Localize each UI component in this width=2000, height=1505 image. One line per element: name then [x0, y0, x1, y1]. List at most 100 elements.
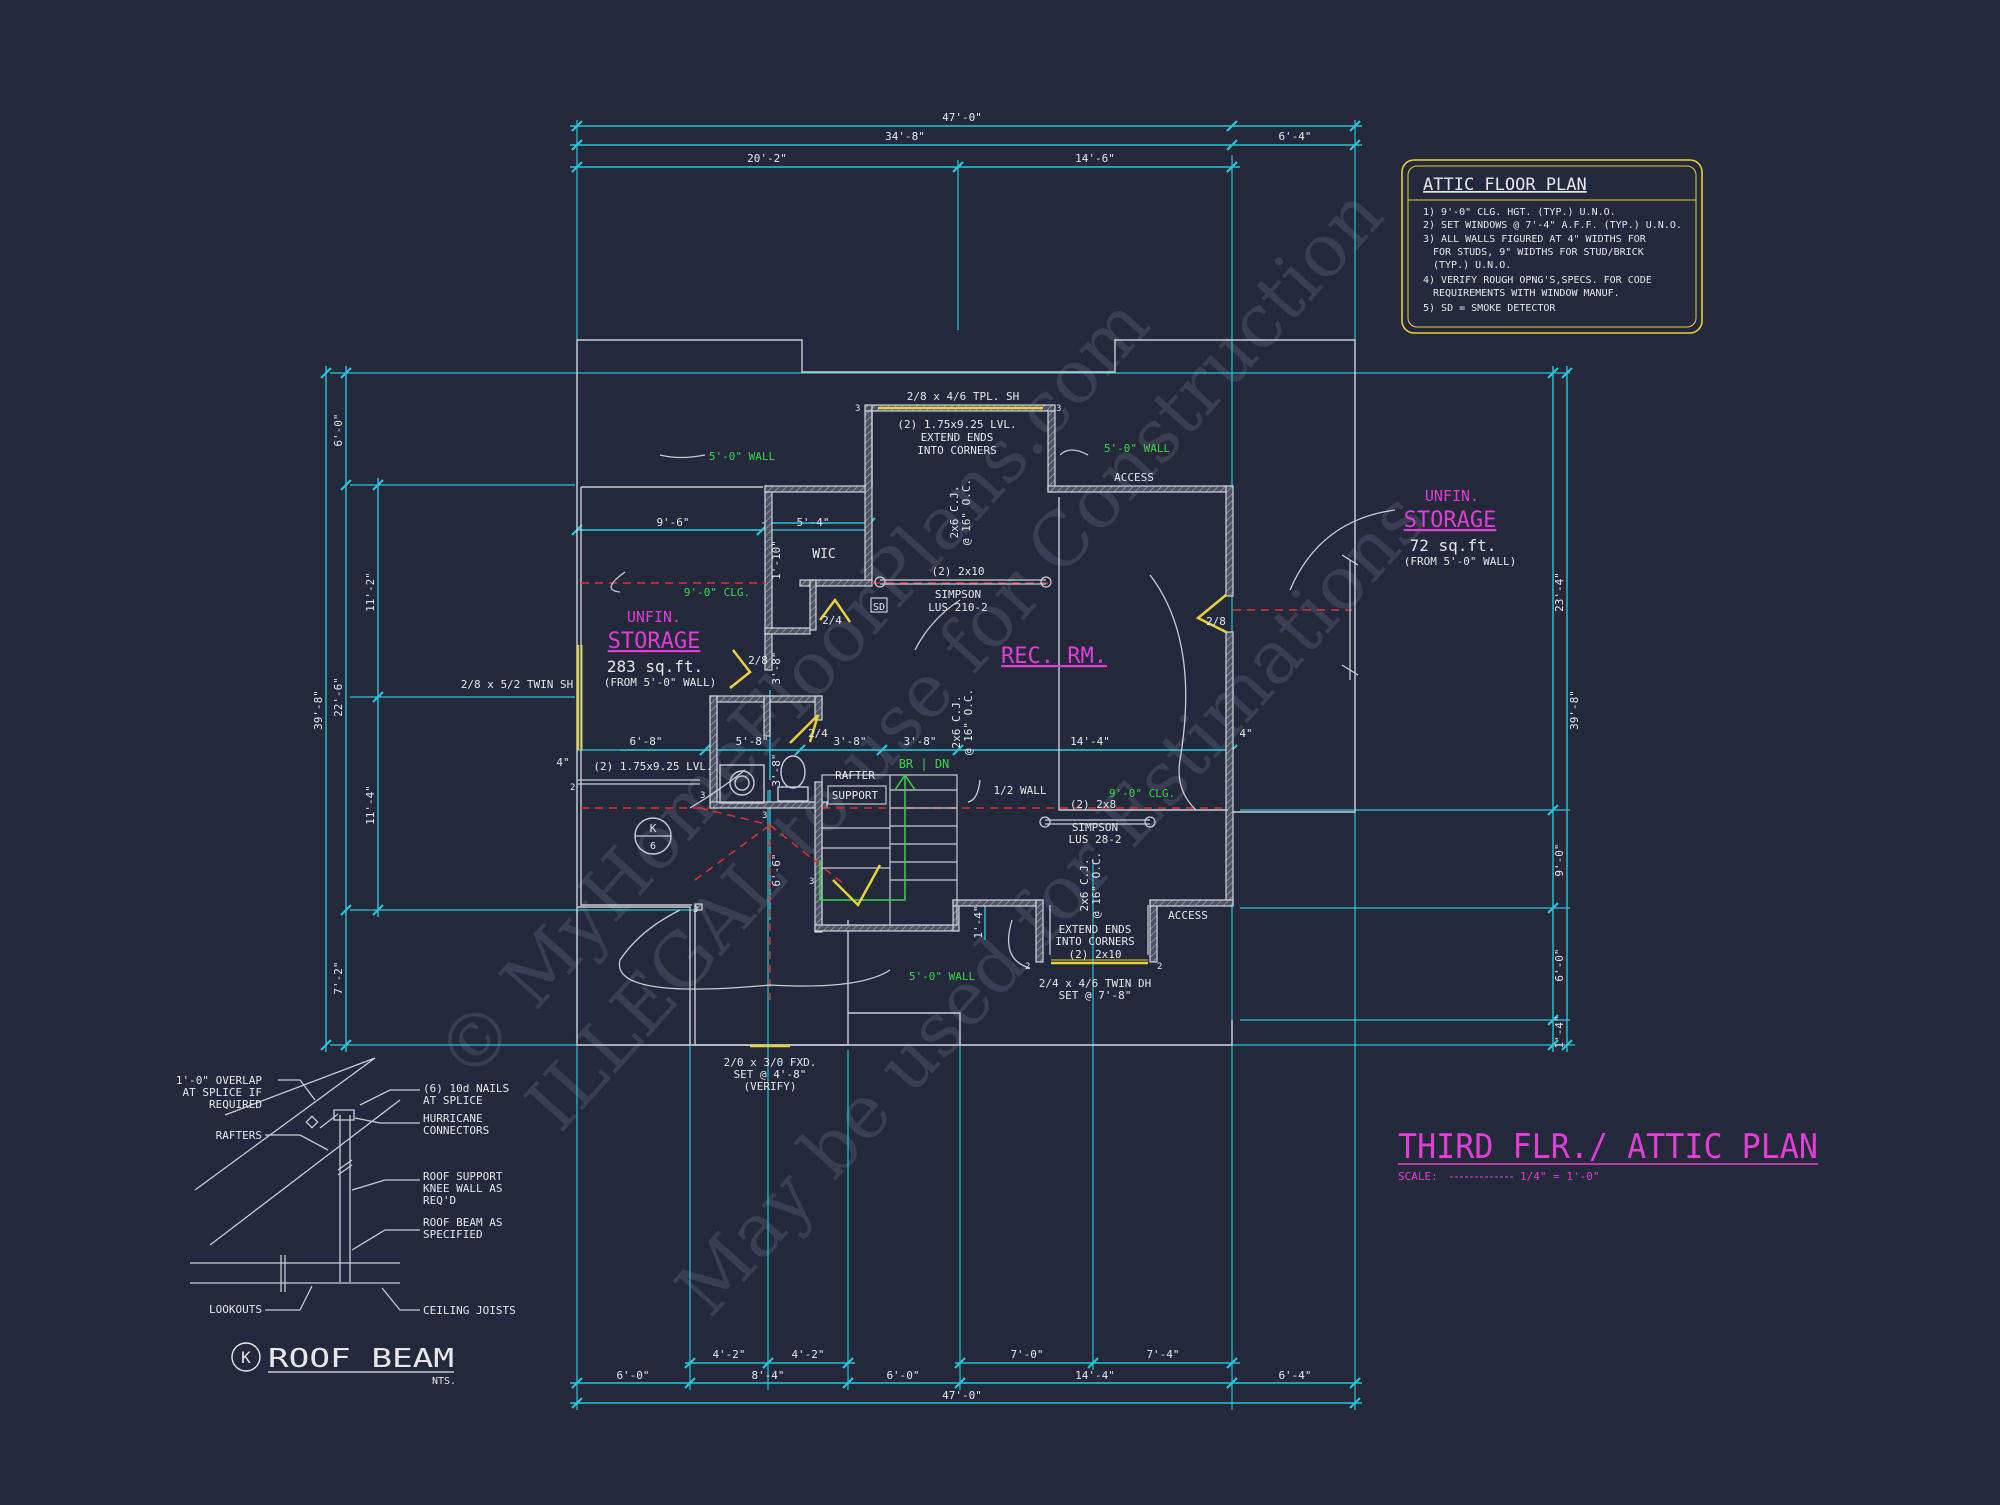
dim-inner-9-6: 9'-6": [656, 516, 689, 529]
room-storage-left: UNFIN. STORAGE 283 sq.ft. (FROM 5'-0" WA…: [604, 608, 717, 689]
stair-arrow: [819, 774, 916, 901]
dim-right-overall: 39'-8": [1568, 690, 1581, 730]
rb-overlap-1: 1'-0" OVERLAP: [176, 1074, 262, 1087]
stairs: [821, 774, 958, 926]
label-door-28a: 2/8: [748, 654, 768, 667]
label-twin-sh: 2/8 x 5/2 TWIN SH: [461, 678, 574, 691]
rb-support-2: KNEE WALL AS: [423, 1182, 502, 1195]
rb-overlap-2: AT SPLICE IF: [183, 1086, 262, 1099]
dim-inner-4a: 4": [1239, 727, 1252, 740]
note-line-4: FOR STUDS, 9" WIDTHS FOR STUD/BRICK: [1433, 247, 1644, 258]
rb-nails-1: (6) 10d NAILS: [423, 1082, 509, 1095]
walls: [694, 404, 1234, 963]
room-storage-right-area: 72 sq.ft.: [1410, 536, 1497, 555]
plan-title-text: THIRD FLR./ ATTIC PLAN: [1398, 1127, 1818, 1167]
label-cj-bot-oc: @ 16" O.C.: [1090, 852, 1103, 918]
label-cj-mid-oc: @ 16" O.C.: [962, 689, 975, 755]
label-extend-top-1: EXTEND ENDS: [921, 431, 994, 444]
rb-beam-2: SPECIFIED: [423, 1228, 483, 1241]
label-fxd-2: SET @ 4'-8": [734, 1068, 807, 1081]
label-sd: SD: [873, 602, 885, 613]
rb-hurricane-1: HURRICANE: [423, 1112, 483, 1125]
label-n3f: 3: [693, 905, 698, 915]
bath-fixtures: [719, 755, 809, 804]
label-extend-bot-2: INTO CORNERS: [1055, 935, 1134, 948]
sink-fixture: [729, 770, 755, 796]
note-line-6: 4) VERIFY ROUGH OPNG'S,SPECS. FOR CODE: [1423, 275, 1652, 286]
label-support: SUPPORT: [832, 789, 879, 802]
room-storage-right-name: STORAGE: [1404, 508, 1497, 533]
label-cj-top: 2x6 C.J.: [948, 486, 961, 539]
note-line-5: (TYP.) U.N.O.: [1433, 260, 1511, 271]
toilet-tank: [777, 786, 809, 802]
room-storage-right-unfin: UNFIN.: [1425, 487, 1479, 505]
label-door-28b: 2/8: [1206, 615, 1226, 628]
label-simpson-top-lus: LUS 210-2: [928, 601, 988, 614]
dim-left-1: 6'-0": [332, 413, 345, 446]
label-n3d: 3: [762, 811, 767, 821]
dim-inner-v3-8b: 3'-8": [770, 753, 783, 786]
label-simpson-top: SIMPSON: [935, 588, 981, 601]
ceiling-lines: [581, 582, 1352, 1000]
rafter-support-box: [827, 785, 887, 805]
dim-top-6: 6'-4": [1278, 130, 1311, 143]
dim-top-14: 14'-6": [1075, 152, 1115, 165]
dim-bottom-s2: 4'-2": [791, 1348, 824, 1361]
notes-box-title: ATTIC FLOOR PLAN: [1423, 175, 1587, 195]
label-access-top: ACCESS: [1114, 471, 1154, 484]
label-fxd-3: (VERIFY): [744, 1080, 797, 1093]
rb-joists: CEILING JOISTS: [423, 1304, 516, 1317]
label-simpson-bot: SIMPSON: [1072, 821, 1118, 834]
dim-bottom-1: 6'-0": [616, 1369, 649, 1382]
dim-left-overall: 39'-8": [312, 690, 325, 730]
note-line-8: 5) SD = SMOKE DETECTOR: [1423, 303, 1556, 314]
plan-title: THIRD FLR./ ATTIC PLAN SCALE: 1/4" = 1'-…: [1398, 1127, 1818, 1183]
dim-inner-v1-10: 1'-10": [770, 540, 783, 580]
label-lvl-left: (2) 1.75x9.25 LVL.: [593, 760, 712, 773]
label-extend-bot-1: EXTEND ENDS: [1059, 923, 1132, 936]
dimension-lines: [325, 125, 1568, 1404]
label-door-24a: 2/4: [822, 614, 842, 627]
rb-nails-2: AT SPLICE: [423, 1094, 483, 1107]
note-line-7: REQUIREMENTS WITH WINDOW MANUF.: [1433, 288, 1620, 299]
dim-top-34: 34'-8": [885, 130, 925, 143]
knee-walls: [580, 405, 1228, 906]
dim-left-4: 11'-2": [364, 572, 377, 612]
room-storage-left-unfin: UNFIN.: [627, 608, 681, 626]
label-rafter: RAFTER: [835, 769, 875, 782]
notes-box: ATTIC FLOOR PLAN 1) 9'-0" CLG. HGT. (TYP…: [1401, 159, 1703, 334]
dim-bottom-2: 8'-4": [751, 1369, 784, 1382]
label-fxd-1: 2/0 x 3/0 FXD.: [724, 1056, 817, 1069]
label-lvl-top: (2) 1.75x9.25 LVL.: [897, 418, 1016, 431]
note-line-3: 3) ALL WALLS FIGURED AT 4" WIDTHS FOR: [1423, 234, 1647, 245]
dim-inner-5-4: 5'-4": [796, 516, 829, 529]
room-storage-left-area: 283 sq.ft.: [607, 657, 703, 676]
rb-beam-1: ROOF BEAM AS: [423, 1216, 502, 1229]
note-line-1: 1) 9'-0" CLG. HGT. (TYP.) U.N.O.: [1423, 207, 1616, 218]
dim-bottom-overall: 47'-0": [942, 1389, 982, 1402]
dim-bottom-s4: 7'-4": [1146, 1348, 1179, 1361]
label-wall5-top-right: 5'-0" WALL: [1104, 442, 1171, 455]
smoke-detector: [870, 597, 888, 613]
dim-top-20: 20'-2": [747, 152, 787, 165]
rb-support-3: REQ'D: [423, 1194, 456, 1207]
label-clg9-left: 9'-0" CLG.: [684, 586, 750, 599]
label-simpson-bot-lus: LUS 28-2: [1069, 833, 1122, 846]
label-2x10-bot: (2) 2x10: [1069, 948, 1122, 961]
room-rec-label: REC. RM.: [1001, 644, 1107, 669]
label-tpl-sh: 2/8 x 4/6 TPL. SH: [907, 390, 1020, 403]
dim-left-3: 7'-2": [332, 961, 345, 994]
dim-inner-5-8: 5'-8": [735, 735, 768, 748]
toilet-bowl: [780, 755, 806, 789]
roof-beam-detail: 1'-0" OVERLAP AT SPLICE IF REQUIRED (6) …: [176, 1057, 516, 1387]
dim-top-overall: 47'-0": [942, 111, 982, 124]
rb-title: ROOF BEAM: [268, 1344, 454, 1374]
rb-rafters: RAFTERS: [216, 1129, 262, 1142]
room-storage-right-note: (FROM 5'-0" WALL): [1404, 555, 1517, 568]
label-n2a: 2: [570, 783, 575, 793]
dim-left-5: 11'-4": [364, 785, 377, 825]
beams: [578, 449, 1396, 990]
label-n2b: 2: [1025, 962, 1030, 972]
section-marker: K 6: [634, 817, 672, 855]
